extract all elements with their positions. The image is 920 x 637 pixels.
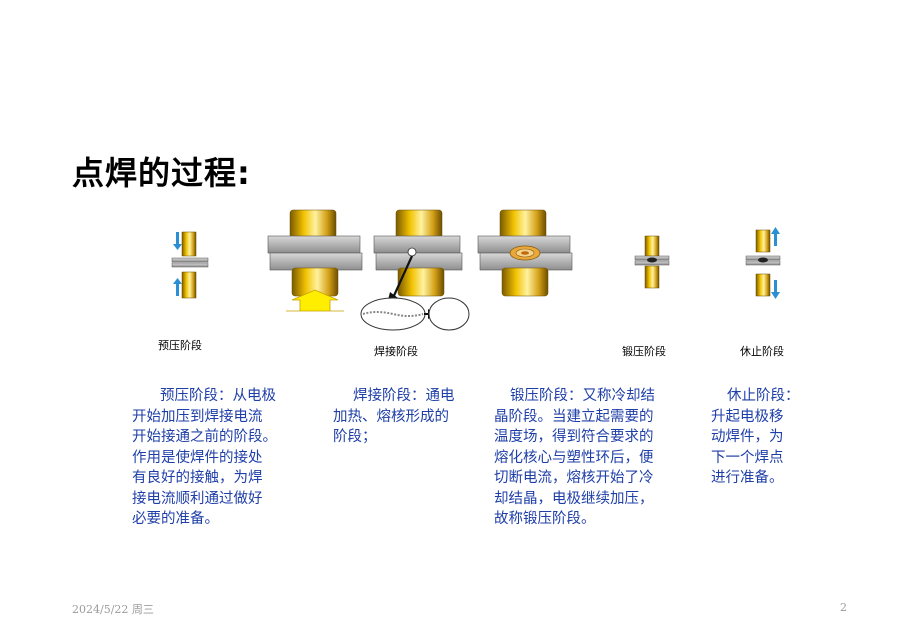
workpiece-sheet: [267, 235, 361, 254]
page-number: 2: [840, 601, 847, 614]
rest-illustration: [745, 227, 781, 299]
welding-illustration-2: [360, 209, 470, 331]
description-forging: 锻压阶段：又称冷却结 晶阶段。当建立起需要的 温度场，得到符合要求的 熔化核心与…: [494, 388, 655, 527]
forging-illustration: [477, 209, 573, 297]
workpiece-sheet: [373, 235, 461, 254]
stage-label-pre-press: 预压阶段: [158, 339, 202, 352]
down-arrow-icon: [173, 232, 182, 250]
description-pre-press: 预压阶段：从电极 开始加压到焊接电流 开始接通之前的阶段。 作用是使焊件的接处 …: [132, 388, 277, 527]
magnified-view: [360, 297, 426, 331]
stage-label-rest: 休止阶段: [740, 345, 784, 358]
workpiece-sheet: [171, 262, 209, 268]
lower-electrode: [181, 271, 197, 299]
page-title: 点焊的过程:: [72, 154, 251, 192]
upper-electrode: [181, 231, 197, 257]
pre-press-illustration: [171, 231, 209, 299]
force-arrow-icon: [286, 289, 344, 312]
weld-point: [407, 247, 417, 257]
stage-label-forging: 锻压阶段: [622, 345, 666, 358]
description-welding: 焊接阶段：通电 加热、熔核形成的 阶段；: [333, 388, 455, 445]
footer-date: 2024/5/22 周三: [72, 603, 154, 616]
workpiece-sheet: [269, 252, 363, 271]
magnified-view: [428, 297, 470, 331]
up-arrow-icon: [771, 227, 780, 246]
down-arrow-icon: [771, 280, 780, 299]
description-rest: 休止阶段： 升起电极移 动焊件，为 下一个焊点 进行准备。: [711, 388, 800, 486]
forging-small-illustration: [634, 235, 670, 289]
workpiece-sheet: [375, 252, 463, 271]
workpiece-sheet: [171, 257, 209, 263]
stage-label-welding: 焊接阶段: [374, 345, 418, 358]
up-arrow-icon: [173, 278, 182, 296]
welding-illustration-1: [267, 209, 363, 312]
